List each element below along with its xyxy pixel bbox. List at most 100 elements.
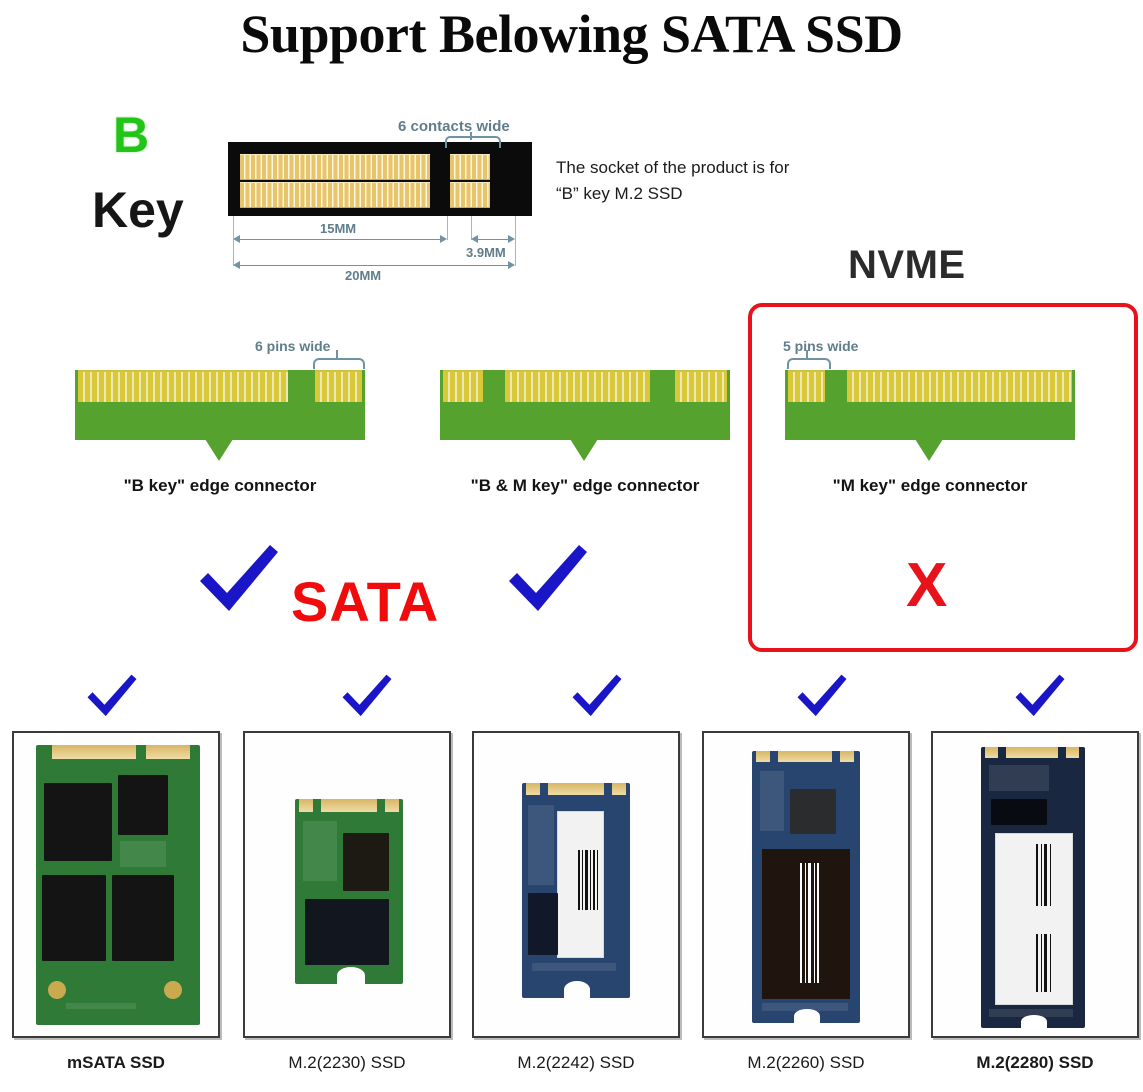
connector-b-key: 6 pins wide "B key" edge connector: [75, 338, 365, 500]
verdict-x-m-key: X: [906, 551, 948, 620]
sata-label: SATA: [291, 570, 440, 633]
dim-arrow-15mm-right: [440, 235, 447, 243]
socket-contact-row-main-top: [240, 154, 430, 180]
nvme-exclusion-box: [748, 303, 1138, 652]
dim-line-39mm: [474, 239, 512, 240]
m2-2230-ssd-image: [295, 799, 403, 984]
b-key-letter: B: [113, 107, 150, 163]
product-label-msata: mSATA SSD: [67, 1053, 165, 1072]
m2-2230-gold-pad-right: [385, 799, 399, 812]
m2-2280-controller-chip: [991, 799, 1047, 825]
dim-arrow-15mm-left: [233, 235, 240, 243]
dim-label-39mm: 3.9MM: [466, 245, 506, 260]
m2-2242-gold-pad-left: [526, 783, 540, 795]
m2-2260-gold-pad-main: [778, 751, 832, 762]
connector-b-and-m-key-center-notch: [570, 439, 598, 461]
m2-2260-bottom-pads: [762, 1003, 848, 1011]
m2-2280-smd-area: [989, 765, 1049, 791]
m2-2242-smd-area: [528, 805, 554, 885]
verdict-check-b-and-m-key: [505, 541, 591, 617]
product-label-2242: M.2(2242) SSD: [517, 1053, 635, 1072]
dim-arrow-20mm-left: [233, 261, 240, 269]
m2-2260-smd-area: [760, 771, 784, 831]
socket-description-line2: “B” key M.2 SSD: [556, 184, 683, 203]
product-check-2242: [570, 671, 624, 721]
m2-2260-mount-notch: [794, 1009, 820, 1023]
dim-label-20mm: 20MM: [345, 268, 382, 283]
product-box-2242: [472, 731, 680, 1038]
m2-2260-ssd-image: [752, 751, 860, 1023]
connector-b-and-m-key: "B & M key" edge connector: [440, 370, 730, 500]
dim-label-15mm: 15MM: [320, 221, 357, 236]
msata-nand-chip-3: [42, 875, 106, 961]
product-box-2260: [702, 731, 910, 1038]
connector-m-key-brace: [787, 358, 831, 369]
dim-arrow-39mm-left: [471, 235, 478, 243]
socket-contacts-brace-stem: [470, 132, 472, 140]
m2-2280-gold-pad-main: [1006, 747, 1058, 758]
msata-bottom-pads: [66, 1003, 136, 1009]
m2-2242-mount-notch: [564, 981, 590, 998]
msata-ssd-image: [36, 745, 200, 1025]
m2-2280-ssd-image: [981, 747, 1085, 1028]
connector-b-and-m-key-label: "B & M key" edge connector: [470, 476, 700, 495]
connector-b-and-m-key-pins-left: [443, 370, 483, 402]
m2-2242-bottom-pads: [532, 963, 616, 971]
dim-line-20mm: [236, 265, 512, 266]
product-check-msata: [85, 671, 139, 721]
m2-2280-gold-pad-left: [985, 747, 998, 758]
m2-2280-gold-pad-right: [1066, 747, 1079, 758]
m2-2260-gold-pad-right: [840, 751, 854, 762]
connector-b-key-pins-side: [315, 370, 362, 402]
connector-m-key: 5 pins wide "M key" edge connector: [783, 338, 1075, 500]
m2-2280-mount-notch: [1021, 1015, 1047, 1028]
m2-2260-product-label: [762, 849, 850, 999]
dim-line-15mm: [236, 239, 444, 240]
msata-nand-chip-1: [44, 783, 112, 861]
connector-b-key-pins-main: [78, 370, 288, 402]
m2-2242-gold-pad-right: [612, 783, 626, 795]
socket-contacts-label: 6 contacts wide: [398, 118, 510, 135]
verdict-check-b-key: [196, 541, 282, 617]
connector-m-key-pins-note: 5 pins wide: [783, 338, 859, 354]
connector-m-key-pins-left: [788, 370, 825, 402]
m2-2230-nand-chip: [343, 833, 389, 891]
page-title: Support Belowing SATA SSD: [240, 4, 903, 64]
product-label-2280: M.2(2280) SSD: [976, 1053, 1094, 1072]
product-check-2230: [340, 671, 394, 721]
connector-b-and-m-key-pins-right: [675, 370, 727, 402]
connector-b-and-m-key-pins-middle: [505, 370, 650, 402]
b-key-socket-graphic: [228, 142, 532, 216]
dim-arrow-39mm-right: [508, 235, 515, 243]
msata-smd-cluster: [120, 841, 166, 867]
msata-gold-contacts-left: [52, 745, 136, 759]
m2-2260-gold-pad-left: [756, 751, 770, 762]
connector-b-key-pins-note: 6 pins wide: [255, 338, 331, 354]
dim-arrow-20mm-right: [508, 261, 515, 269]
connector-b-key-brace-stem: [336, 350, 338, 359]
connector-m-key-center-notch: [915, 439, 943, 461]
msata-nand-chip-2: [118, 775, 168, 835]
msata-mount-hole-right: [164, 981, 182, 999]
product-check-2280: [1013, 671, 1067, 721]
m2-2230-smd-area: [303, 821, 337, 881]
socket-description-line1: The socket of the product is for: [556, 158, 790, 177]
msata-mount-hole-left: [48, 981, 66, 999]
connector-b-key-label: "B key" edge connector: [123, 476, 317, 495]
m2-2280-product-label: [995, 833, 1073, 1005]
socket-contact-row-sub-top: [450, 154, 490, 180]
m2-2242-ssd-image: [522, 783, 630, 998]
product-label-2230: M.2(2230) SSD: [288, 1053, 406, 1072]
product-label-2260: M.2(2260) SSD: [747, 1053, 865, 1072]
m2-2230-controller-chip: [305, 899, 389, 965]
dim-tick-right: [515, 216, 516, 266]
connector-m-key-label: "M key" edge connector: [832, 476, 1028, 495]
m2-2280-bottom-pads: [989, 1009, 1073, 1017]
m2-2260-controller-chip: [790, 789, 836, 834]
connector-b-key-brace: [313, 358, 365, 369]
connector-m-key-brace-stem: [806, 350, 808, 359]
b-key-word: Key: [92, 182, 184, 238]
product-box-2230: [243, 731, 451, 1038]
socket-contact-row-main-bottom: [240, 182, 430, 208]
msata-gold-contacts-right: [146, 745, 190, 759]
